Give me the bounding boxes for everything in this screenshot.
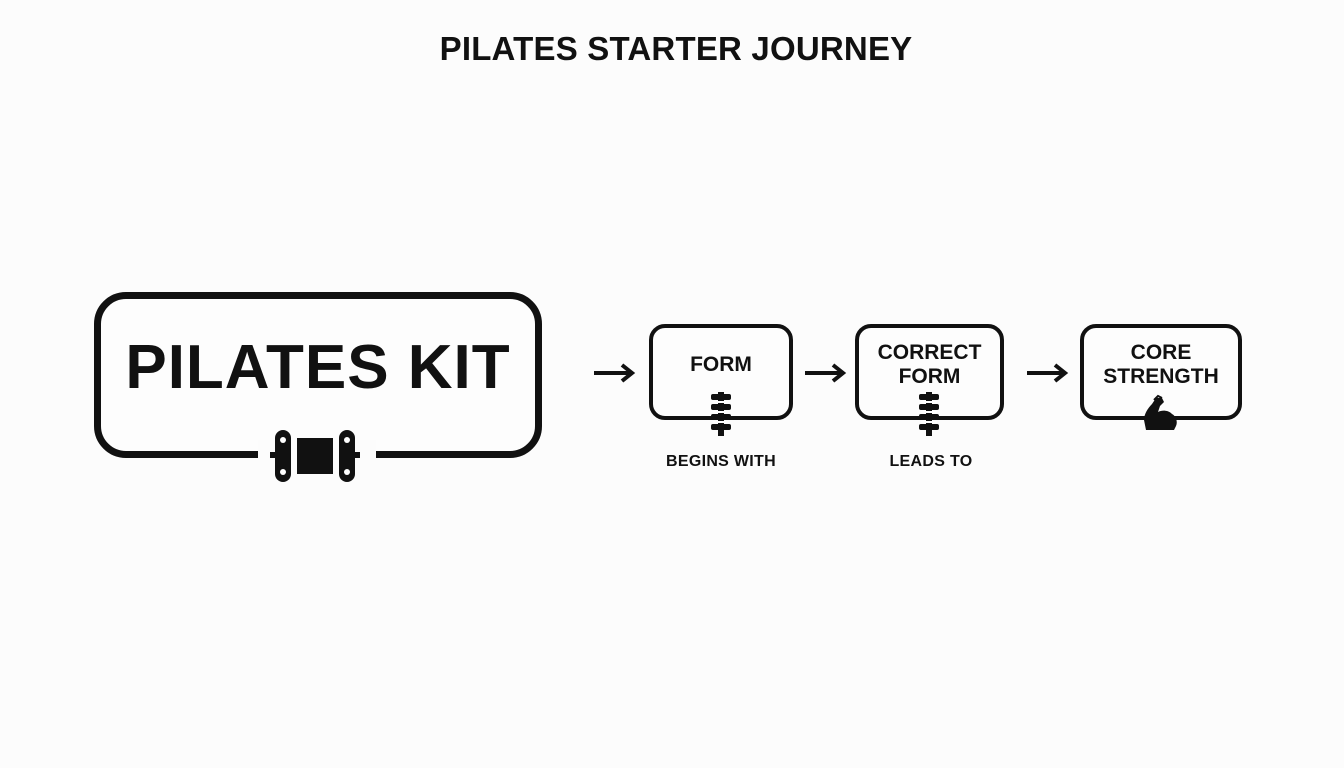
caption-leads-to: LEADS TO (889, 453, 973, 470)
caption-begins-with: BEGINS WITH (666, 453, 776, 470)
step-core-strength-label: CORE STRENGTH (1103, 341, 1219, 388)
step-form-label: FORM (690, 353, 752, 376)
arrow-to-correct-form (805, 363, 847, 383)
arrow-to-form (594, 363, 636, 383)
spine-icon (711, 392, 731, 436)
flexed-arm-icon (1144, 394, 1177, 430)
pilates-kit-label: PILATES KIT (125, 333, 511, 402)
diagram-title: PILATES STARTER JOURNEY (439, 30, 913, 67)
arrow-to-core-strength (1027, 363, 1069, 383)
step-correct-form-label: CORRECT FORM (877, 341, 982, 388)
spine-icon (919, 392, 939, 436)
mat-roll-icon (270, 430, 360, 482)
